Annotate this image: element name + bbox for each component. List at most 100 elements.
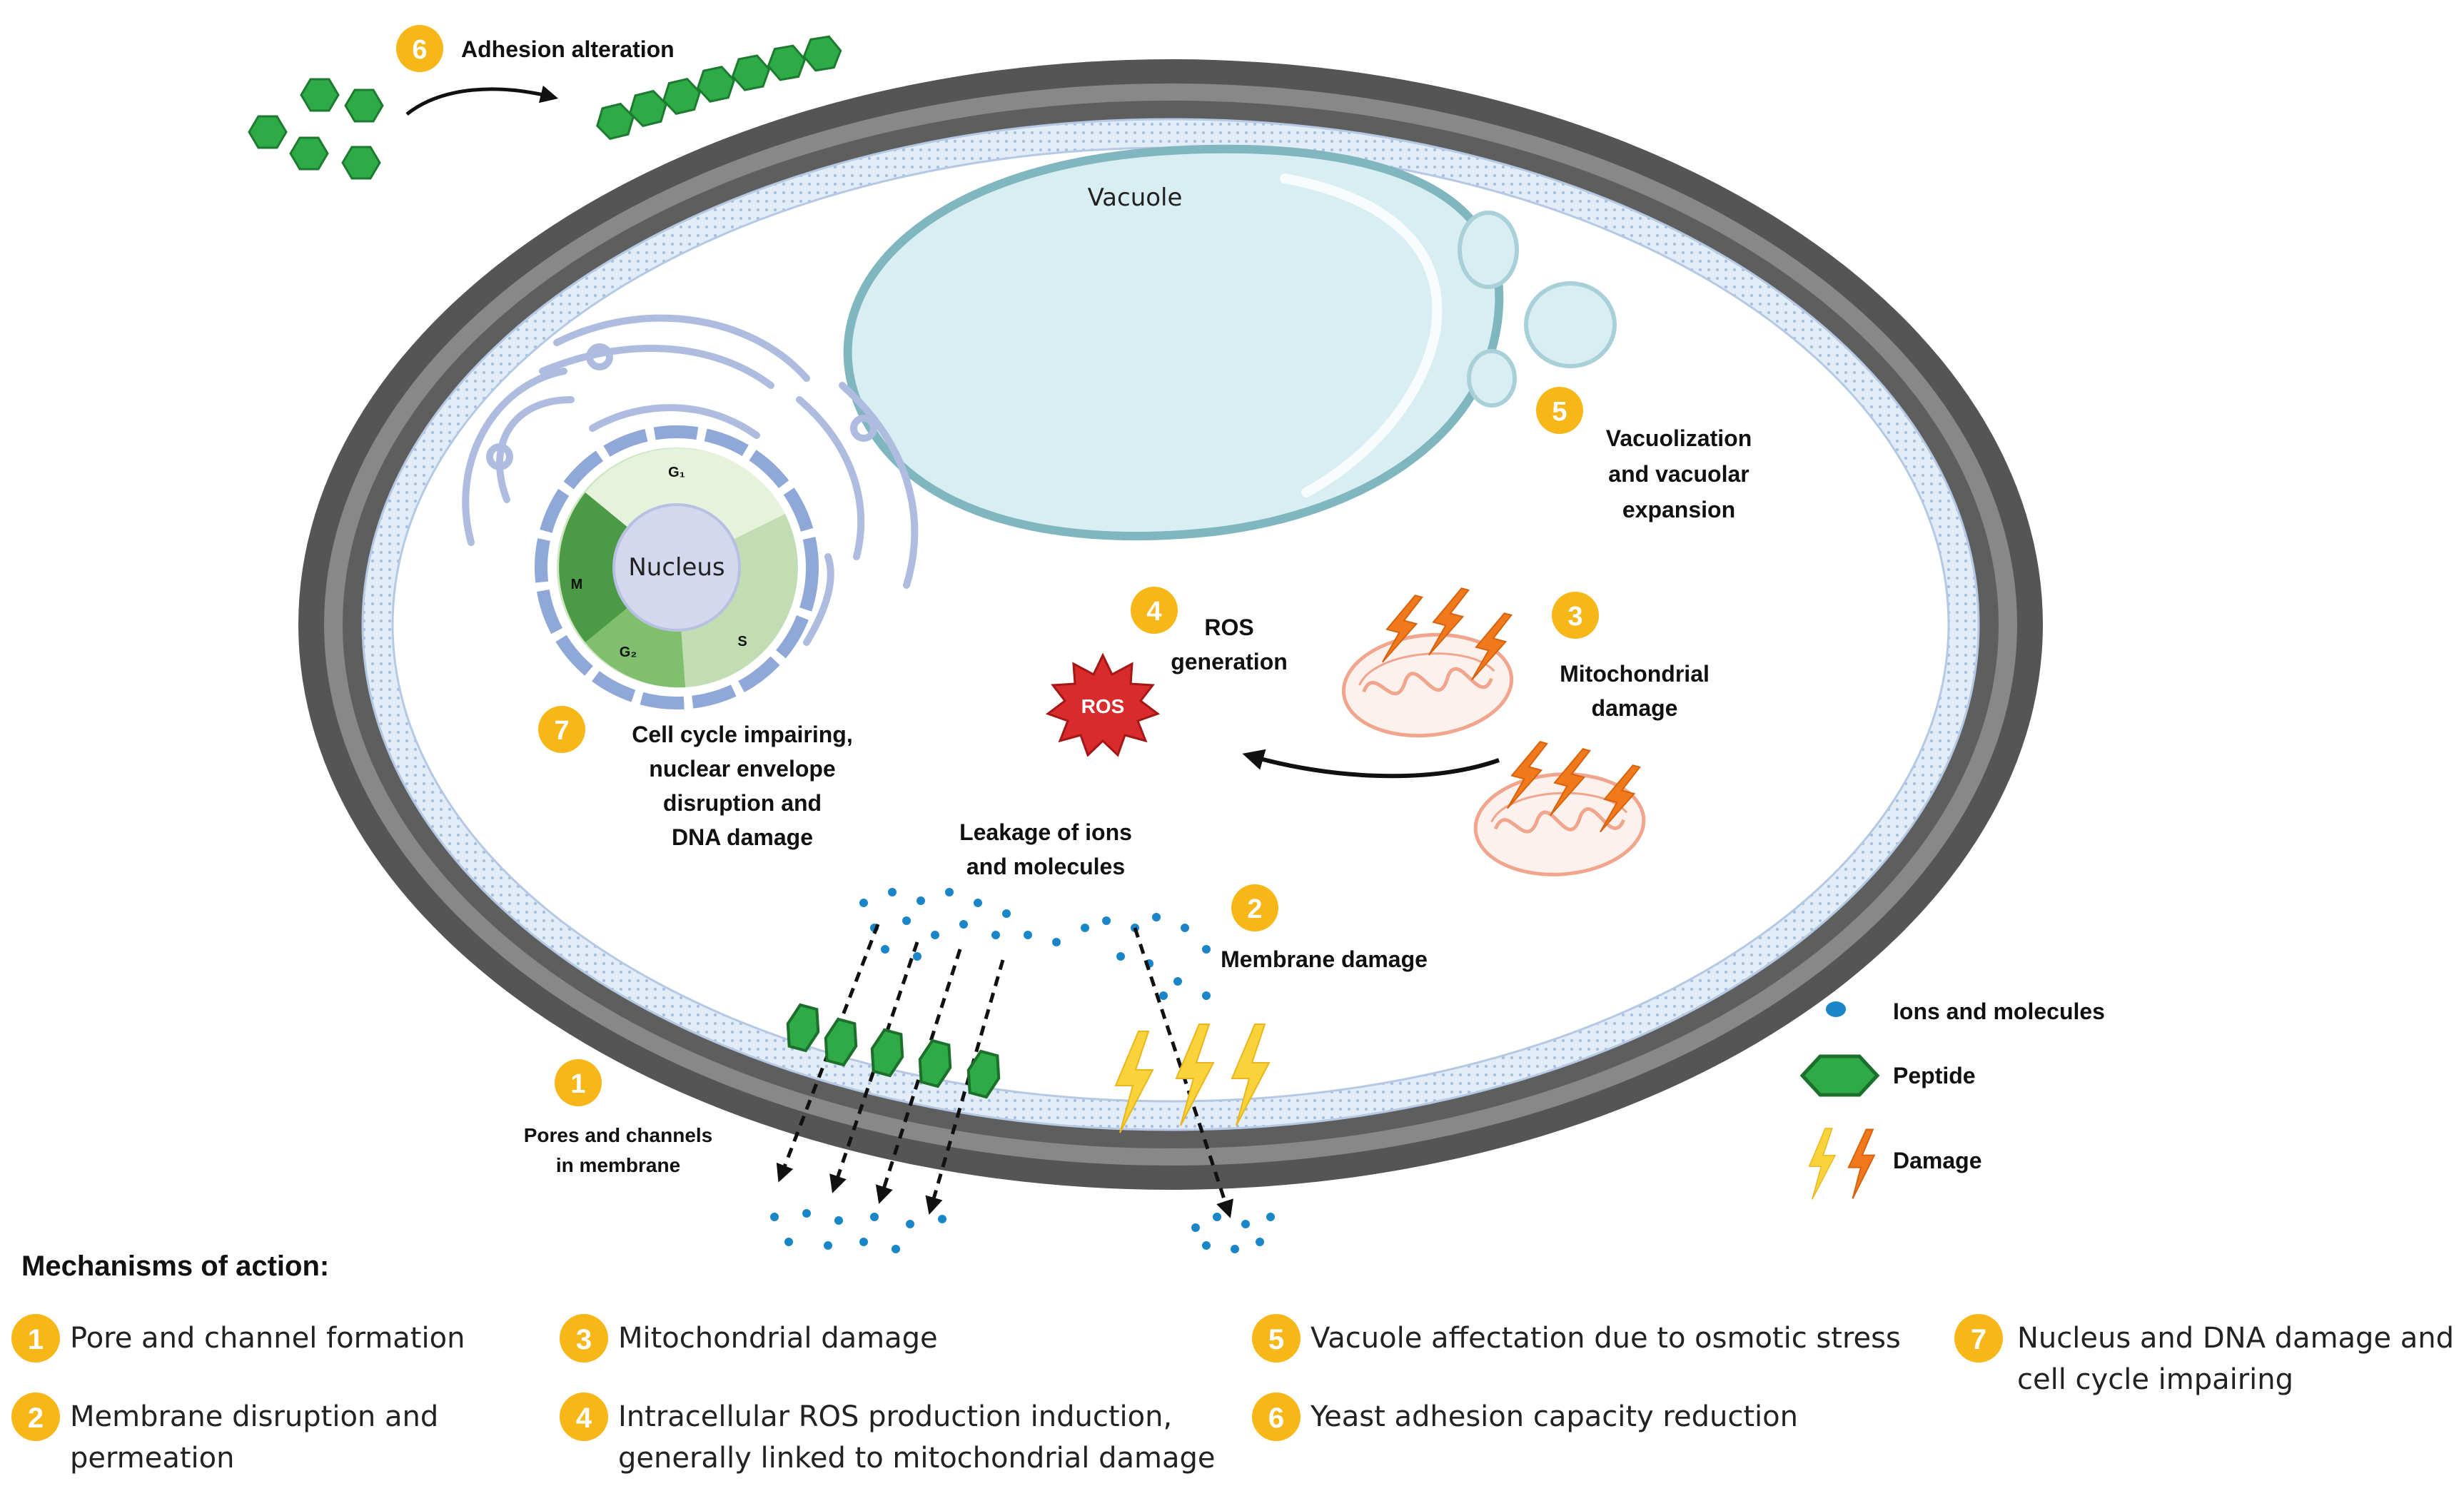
nucleus <box>612 503 741 632</box>
ion-dots-outside <box>770 1209 1275 1253</box>
legend-damage-orange-icon <box>1847 1128 1875 1200</box>
mechanism-4-text-line2: generally linked to mitochondrial damage <box>618 1442 1216 1475</box>
badge-4-diagram-number: 4 <box>1146 597 1161 627</box>
ros-generation-label-1: ROS <box>1204 615 1253 640</box>
legend-ions-label: Ions and molecules <box>1893 999 2105 1024</box>
badge-4-diagram <box>1131 587 1178 634</box>
cell-cycle-label-2: nuclear envelope <box>649 756 835 782</box>
mechanism-badge-4 <box>560 1393 608 1441</box>
free-peptides <box>248 78 384 180</box>
mechanism-badge-7 <box>1954 1314 2003 1363</box>
mechanism-item-7: 7 Nucleus and DNA damage and cell cycle … <box>1954 1314 2454 1396</box>
mechanism-badge-2-number: 2 <box>28 1402 44 1434</box>
mechanism-item-4: 4 Intracellular ROS production induction… <box>560 1393 1216 1475</box>
vacuolization-group: 5 Vacuolization and vacuolar expansion <box>1536 387 1752 522</box>
vacuole: Vacuole <box>843 144 1617 541</box>
badge-7-diagram-number: 7 <box>554 716 569 746</box>
endoplasmic-reticulum <box>462 314 919 646</box>
mechanism-badge-3-number: 3 <box>576 1324 592 1355</box>
mechanisms-of-action: Mechanisms of action: 1 Pore and channel… <box>11 1250 2454 1475</box>
legend-peptide-label: Peptide <box>1893 1063 1976 1088</box>
adhesion-alteration-label: Adhesion alteration <box>461 36 675 62</box>
mechanism-7-text-line1: Nucleus and DNA damage and <box>2017 1322 2454 1355</box>
mito-to-ros-arrow <box>1242 749 1500 779</box>
badge-7-diagram <box>538 706 585 753</box>
nuclear-envelope <box>535 425 819 709</box>
leakage-label-1: Leakage of ions <box>959 819 1132 845</box>
small-vesicle-3 <box>1467 349 1517 408</box>
vacuole-label: Vacuole <box>1088 183 1183 212</box>
badge-3-diagram-number: 3 <box>1567 602 1582 632</box>
mechanism-5-text: Vacuole affectation due to osmotic stres… <box>1311 1322 1901 1355</box>
mechanism-badge-3 <box>560 1314 608 1363</box>
mechanism-4-text-line1: Intracellular ROS production induction, <box>618 1400 1172 1433</box>
mechanism-2-text-line2: permeation <box>70 1442 234 1475</box>
mechanism-badge-7-number: 7 <box>1971 1324 1986 1355</box>
mechanism-badge-5-number: 5 <box>1268 1324 1284 1355</box>
mechanism-badge-5 <box>1252 1314 1301 1363</box>
mechanism-badge-4-number: 4 <box>576 1402 592 1434</box>
mechanism-item-5: 5 Vacuole affectation due to osmotic str… <box>1252 1314 1901 1363</box>
mechanism-2-text-line1: Membrane disruption and <box>70 1400 438 1433</box>
adhesion-alteration-group: 6 Adhesion alteration <box>248 25 844 180</box>
badge-2-diagram-number: 2 <box>1247 894 1262 924</box>
mitochondrial-damage-label-2: damage <box>1592 695 1678 721</box>
badge-5-diagram <box>1536 387 1583 434</box>
ros-burst <box>1045 652 1161 757</box>
small-vesicle-1 <box>1458 211 1519 289</box>
mechanism-6-text: Yeast adhesion capacity reduction <box>1310 1400 1798 1433</box>
nucleus-group: Nucleus G₁ S G₂ M <box>462 314 919 709</box>
cell-cycle-label-group: 7 Cell cycle impairing, nuclear envelope… <box>538 706 853 850</box>
mechanism-1-text: Pore and channel formation <box>70 1322 465 1355</box>
mechanism-badge-1-number: 1 <box>28 1324 44 1355</box>
mechanisms-title: Mechanisms of action: <box>21 1250 329 1282</box>
badge-2-diagram <box>1231 884 1278 931</box>
phase-g1-label: G₁ <box>668 465 685 480</box>
ros-badge-label: ROS <box>1081 695 1125 717</box>
legend-damage-yellow-icon <box>1808 1128 1836 1201</box>
phase-s-label: S <box>737 634 747 650</box>
mechanism-item-1: 1 Pore and channel formation <box>11 1314 465 1363</box>
pores-channels-label-2: in membrane <box>556 1154 680 1176</box>
badge-6-top <box>396 25 443 72</box>
pores-channels-label-1: Pores and channels <box>524 1124 713 1146</box>
cell-cycle-label-4: DNA damage <box>672 824 813 850</box>
nucleus-label: Nucleus <box>628 553 724 582</box>
badge-3-diagram <box>1552 592 1599 639</box>
mechanism-item-2: 2 Membrane disruption and permeation <box>11 1393 438 1475</box>
mechanism-badge-6-number: 6 <box>1268 1402 1284 1434</box>
legend-peptide-icon <box>1799 1054 1880 1097</box>
small-vesicle-2 <box>1524 281 1617 368</box>
adhesion-arrow <box>405 85 559 116</box>
mitochondrial-damage-label-1: Mitochondrial <box>1560 661 1710 687</box>
badge-5-diagram-number: 5 <box>1552 397 1567 427</box>
legend-damage-label: Damage <box>1893 1148 1982 1173</box>
cell-cycle-label-1: Cell cycle impairing, <box>632 722 852 747</box>
legend-ion-icon <box>1826 1001 1846 1017</box>
mechanism-item-3: 3 Mitochondrial damage <box>560 1314 938 1363</box>
vacuolization-label-2: and vacuolar <box>1608 461 1749 487</box>
mitochondria-group: 3 Mitochondrial damage <box>1242 582 1710 880</box>
badge-1-diagram <box>555 1059 602 1106</box>
leakage-label-2: and molecules <box>966 854 1125 879</box>
ion-dots-inside <box>859 888 1211 1000</box>
mechanism-badge-1 <box>11 1314 60 1363</box>
mechanism-7-text-line2: cell cycle impairing <box>2017 1363 2293 1396</box>
leakage-group: Leakage of ions and molecules 2 Membrane… <box>524 819 1428 1253</box>
vacuolization-label-3: expansion <box>1622 497 1735 522</box>
membrane-damage-label: Membrane damage <box>1221 946 1428 972</box>
badge-1-diagram-number: 1 <box>570 1069 585 1099</box>
badge-6-top-number: 6 <box>412 35 427 65</box>
cell-cycle-label-3: disruption and <box>663 790 822 816</box>
phase-m-label: M <box>571 577 583 592</box>
legend: Ions and molecules Peptide Damage <box>1799 999 2105 1201</box>
vacuole-body <box>843 144 1504 541</box>
ros-group: 4 ROS generation ROS <box>1045 587 1288 757</box>
mechanism-badge-6 <box>1252 1393 1301 1441</box>
phase-g2-label: G₂ <box>620 645 637 660</box>
vacuolization-label-1: Vacuolization <box>1606 425 1752 451</box>
ros-generation-label-2: generation <box>1171 649 1288 674</box>
mechanism-badge-2 <box>11 1393 60 1441</box>
mechanism-3-text: Mitochondrial damage <box>618 1322 938 1355</box>
